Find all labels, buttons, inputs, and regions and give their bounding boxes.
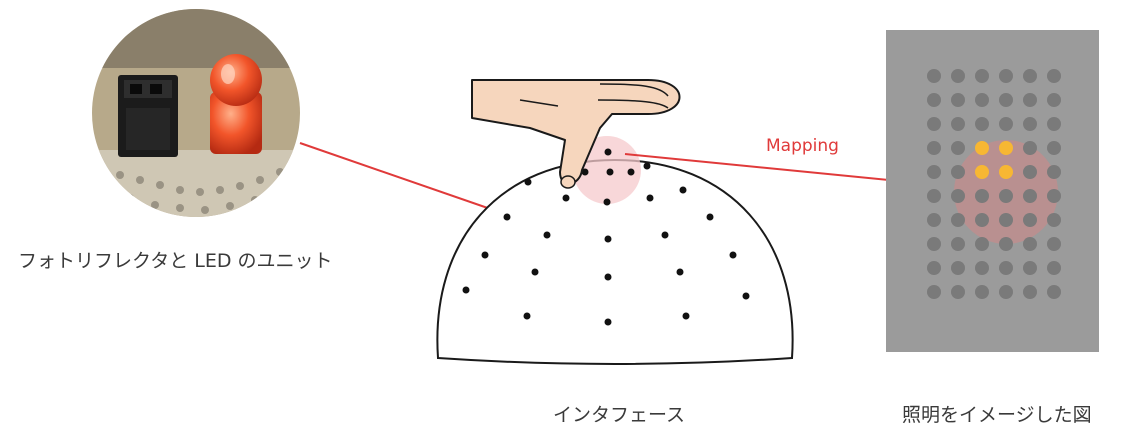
led-dot — [927, 93, 941, 107]
led-dot — [999, 117, 1013, 131]
led-dot — [999, 213, 1013, 227]
led-grid-icon — [886, 30, 1099, 352]
led-dots — [927, 69, 1061, 299]
led-dot — [999, 69, 1013, 83]
led-dot — [975, 189, 989, 203]
led-dot — [1023, 69, 1037, 83]
connector-line-photo — [299, 142, 506, 215]
led-dot — [1023, 141, 1037, 155]
led-dot — [1047, 141, 1061, 155]
led-dot-on — [975, 141, 989, 155]
led-dot — [951, 285, 965, 299]
led-dot — [951, 117, 965, 131]
led-dot — [1047, 261, 1061, 275]
led-dot — [975, 93, 989, 107]
led-dot — [999, 189, 1013, 203]
interface-caption: インタフェース — [553, 404, 686, 426]
led-dot — [1047, 69, 1061, 83]
hand-icon — [471, 79, 681, 189]
led-dot-on — [999, 141, 1013, 155]
led-dot — [1023, 261, 1037, 275]
led-dot — [927, 189, 941, 203]
led-dot — [951, 237, 965, 251]
led-dot — [1047, 189, 1061, 203]
led-dot — [951, 261, 965, 275]
led-dot — [927, 261, 941, 275]
led-dot — [1047, 237, 1061, 251]
led-dot — [975, 285, 989, 299]
led-dot — [1023, 165, 1037, 179]
led-dot — [1047, 213, 1061, 227]
led-dot — [951, 69, 965, 83]
led-dot — [1047, 165, 1061, 179]
led-dot-on — [999, 165, 1013, 179]
led-dot — [999, 237, 1013, 251]
photo-caption: フォトリフレクタと LED のユニット — [18, 250, 333, 272]
photo-unit-icon — [92, 9, 300, 217]
led-dot — [999, 261, 1013, 275]
led-dot — [975, 69, 989, 83]
mapping-label: Mapping — [766, 136, 839, 156]
led-dot — [927, 165, 941, 179]
led-dot — [951, 165, 965, 179]
led-dot — [1023, 93, 1037, 107]
led-dot — [1047, 285, 1061, 299]
led-dot — [1023, 189, 1037, 203]
led-dot — [927, 69, 941, 83]
lighting-caption: 照明をイメージした図 — [902, 404, 1092, 426]
led-dot — [975, 261, 989, 275]
dome-icon — [436, 136, 794, 365]
led-dot — [999, 285, 1013, 299]
led-dot — [927, 213, 941, 227]
led-dot — [1023, 285, 1037, 299]
led-dot — [975, 117, 989, 131]
led-dot — [999, 93, 1013, 107]
led-dot — [927, 237, 941, 251]
led-dot — [951, 141, 965, 155]
led-dot — [951, 93, 965, 107]
led-dot — [1023, 117, 1037, 131]
led-dot — [927, 141, 941, 155]
sensor-dots — [462, 148, 750, 326]
led-dot — [1023, 237, 1037, 251]
led-dot — [975, 213, 989, 227]
led-dot — [1023, 213, 1037, 227]
led-dot — [951, 213, 965, 227]
led-dot — [951, 189, 965, 203]
led-dot-on — [975, 165, 989, 179]
led-dot — [1047, 117, 1061, 131]
led-dot — [927, 285, 941, 299]
led-dot — [975, 237, 989, 251]
led-dot — [1047, 93, 1061, 107]
led-dot — [927, 117, 941, 131]
